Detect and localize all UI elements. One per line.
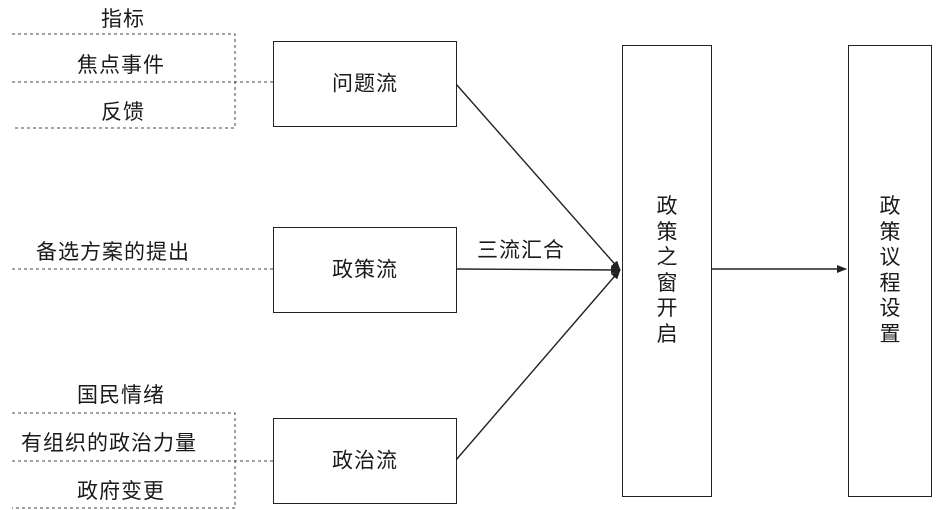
problem-input-indicators: 指标: [101, 7, 145, 31]
politics-stream-label: 政治流: [332, 448, 398, 473]
policy-window-box: 政策之窗开启: [622, 45, 712, 497]
policy-stream-box: 政策流: [273, 227, 457, 313]
policy-stream-label: 政策流: [332, 257, 398, 282]
politics-input-national-mood: 国民情绪: [77, 383, 165, 407]
policy-stream-arrow: [455, 265, 621, 274]
policy-input-alternatives: 备选方案的提出: [36, 240, 190, 264]
problem-input-feedback: 反馈: [101, 100, 145, 124]
agenda-setting-label: 政策议程设置: [879, 194, 901, 347]
problem-stream-label: 问题流: [332, 71, 398, 96]
problem-input-focusing-events: 焦点事件: [77, 53, 165, 77]
problem-stream-box: 问题流: [273, 41, 457, 127]
agenda-setting-box: 政策议程设置: [848, 45, 932, 497]
politics-stream-arrow: [455, 269, 621, 461]
politics-stream-box: 政治流: [273, 418, 457, 504]
policy-window-label: 政策之窗开启: [656, 194, 678, 347]
convergence-label: 三流汇合: [477, 238, 565, 262]
politics-input-government-change: 政府变更: [77, 479, 165, 503]
problem-stream-arrow: [455, 83, 621, 271]
politics-input-organized-forces: 有组织的政治力量: [21, 431, 197, 455]
problem-inputs-bracket: [12, 33, 236, 129]
